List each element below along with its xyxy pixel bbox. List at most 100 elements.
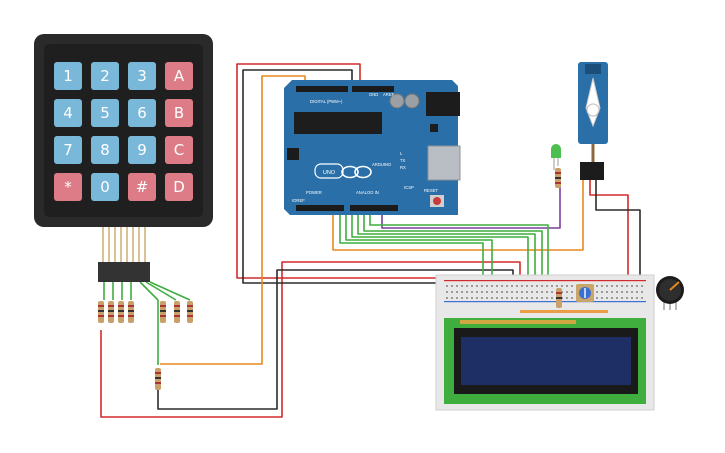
breadboard-hole [516, 297, 518, 299]
keypad-key-b[interactable]: B [165, 99, 193, 127]
green-wire-4 [357, 215, 536, 310]
breadboard-hole [526, 291, 528, 293]
reset-button-cap[interactable] [433, 197, 441, 205]
keypad-resistors [98, 301, 193, 390]
keypad-key-7[interactable]: 7 [54, 136, 82, 164]
breadboard-hole [516, 291, 518, 293]
breadboard-hole [596, 285, 598, 287]
resistor-2 [108, 301, 114, 323]
keypad-key-d[interactable]: D [165, 173, 193, 201]
resistor-5 [160, 301, 166, 323]
breadboard-hole [486, 285, 488, 287]
keypad-key-c[interactable]: C [165, 136, 193, 164]
led-bulb [551, 144, 561, 158]
breadboard-hole [466, 291, 468, 293]
keypad-bezel [44, 44, 203, 217]
keypad-key-8[interactable]: 8 [91, 136, 119, 164]
breadboard-hole [571, 285, 573, 287]
keypad-key-a[interactable]: A [165, 62, 193, 90]
breadboard-hole [641, 297, 643, 299]
keypad-key-label: 9 [137, 141, 147, 159]
potentiometer-knob[interactable] [656, 276, 684, 310]
resistor-4 [128, 301, 134, 323]
breadboard-hole [536, 285, 538, 287]
lcd-header [460, 320, 576, 324]
breadboard-hole [601, 297, 603, 299]
breadboard-hole [511, 285, 513, 287]
keypad-key-3[interactable]: 3 [128, 62, 156, 90]
keypad-key-0[interactable]: 0 [91, 173, 119, 201]
breadboard-resistor [556, 288, 562, 308]
breadboard-hole [571, 291, 573, 293]
breadboard-hole [541, 285, 543, 287]
breadboard-hole [456, 291, 458, 293]
keypad-key-5[interactable]: 5 [91, 99, 119, 127]
breadboard-hole [531, 291, 533, 293]
breadboard-hole [601, 285, 603, 287]
breadboard-hole [551, 285, 553, 287]
breadboard-hole [531, 297, 533, 299]
breadboard-hole [626, 291, 628, 293]
breadboard-hole [481, 285, 483, 287]
rx-label: RX [400, 165, 406, 170]
breadboard-hole [621, 291, 623, 293]
breadboard-hole [471, 285, 473, 287]
breadboard-hole [606, 285, 608, 287]
breadboard-hole [601, 291, 603, 293]
breadboard-hole [496, 291, 498, 293]
usb-port [427, 145, 461, 181]
lcd-screen [461, 337, 631, 385]
breadboard-hole [566, 285, 568, 287]
resistor-3 [118, 301, 124, 323]
arduino-header-bottom-right [350, 205, 398, 211]
keypad-key-label: 6 [137, 104, 147, 122]
breadboard-hole [521, 297, 523, 299]
breadboard-hole [556, 285, 558, 287]
breadboard-hole [541, 291, 543, 293]
breadboard-hole [501, 297, 503, 299]
servo-top [585, 64, 601, 74]
breadboard-hole [641, 285, 643, 287]
breadboard-hole [501, 291, 503, 293]
breadboard-potentiometer[interactable] [576, 284, 594, 302]
breadboard-hole [536, 297, 538, 299]
keypad-header [98, 262, 150, 282]
keypad-key-4[interactable]: 4 [54, 99, 82, 127]
keypad-key-label: 0 [100, 178, 110, 196]
keypad-key-label: 5 [100, 104, 110, 122]
breadboard-hole [466, 297, 468, 299]
keypad-key-hash[interactable]: # [128, 173, 156, 201]
atmega-chip [294, 112, 382, 134]
keypad-key-6[interactable]: 6 [128, 99, 156, 127]
breadboard-rail-top-red [444, 280, 646, 282]
breadboard-hole [451, 285, 453, 287]
breadboard-hole [526, 297, 528, 299]
keypad-key-star[interactable]: * [54, 173, 82, 201]
power-jack [426, 92, 460, 116]
led-resistor [555, 168, 561, 188]
keypad-key-label: 7 [63, 141, 73, 159]
breadboard-hole [446, 297, 448, 299]
breadboard-hole [546, 291, 548, 293]
keypad-key-1[interactable]: 1 [54, 62, 82, 90]
breadboard-hole [551, 297, 553, 299]
breadboard-hole [476, 285, 478, 287]
ioref-label: IOREF [292, 198, 305, 203]
keypad-key-9[interactable]: 9 [128, 136, 156, 164]
breadboard-hole [566, 291, 568, 293]
breadboard-hole [616, 285, 618, 287]
green-wire-6 [369, 215, 549, 310]
breadboard-hole [606, 297, 608, 299]
aref-label: AREF [383, 92, 395, 97]
uno-badge [314, 163, 344, 179]
breadboard-hole [456, 297, 458, 299]
breadboard-hole [616, 297, 618, 299]
breadboard-hole [626, 297, 628, 299]
resistor-8 [155, 368, 161, 390]
breadboard-hole [446, 291, 448, 293]
breadboard-hole [611, 291, 613, 293]
breadboard-hole [521, 291, 523, 293]
keypad-key-2[interactable]: 2 [91, 62, 119, 90]
l-led-label: L [400, 151, 403, 156]
